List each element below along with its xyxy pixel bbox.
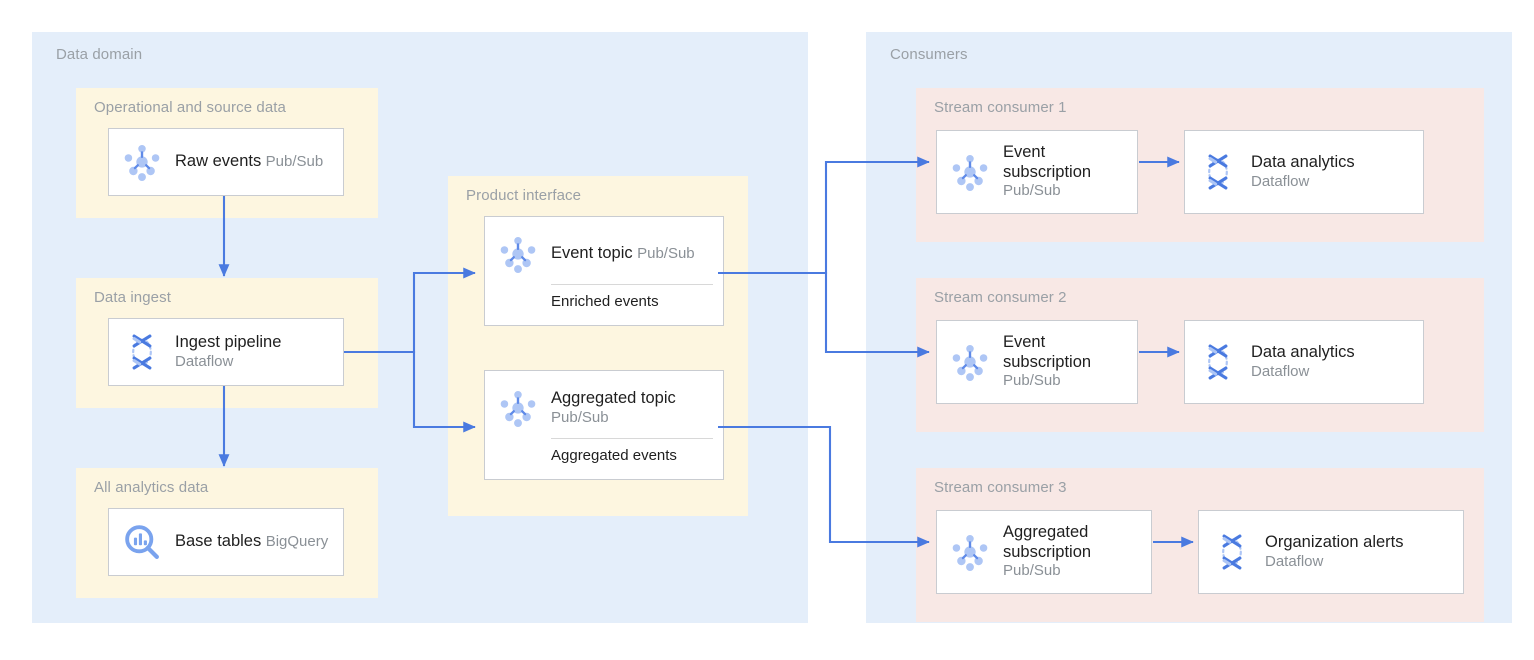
card-title: Raw events xyxy=(175,152,262,171)
card-subtitle: Pub/Sub xyxy=(1003,562,1061,580)
subgroup-data-ingest: Data ingest xyxy=(76,278,378,408)
card-title: Ingest pipeline xyxy=(175,332,282,351)
card-title: Event subscription xyxy=(1003,142,1092,181)
card-extra-label: Aggregated events xyxy=(551,447,677,464)
subgroup-label-operational-and-source-data: Operational and source data xyxy=(94,99,286,116)
subgroup-all-analytics-data: All analytics data xyxy=(76,468,378,598)
card-ingest-pipeline[interactable]: Ingest pipeline Dataflow xyxy=(108,318,344,386)
card-data-analytics-2[interactable]: Data analytics Dataflow xyxy=(1184,320,1424,404)
card-title: Aggregated topic xyxy=(551,388,676,407)
card-title: Base tables xyxy=(175,532,262,551)
pubsub-icon xyxy=(947,529,993,575)
card-subtitle: Pub/Sub xyxy=(265,153,324,171)
dataflow-icon xyxy=(1195,339,1241,385)
card-event-topic[interactable]: Event topic Pub/Sub Enriched events xyxy=(484,216,724,326)
bigquery-icon xyxy=(119,519,165,565)
card-aggregated-topic[interactable]: Aggregated topic Pub/Sub Aggregated even… xyxy=(484,370,724,480)
subgroup-product-interface: Product interface xyxy=(448,176,748,516)
card-subtitle: BigQuery xyxy=(265,533,329,551)
pubsub-icon xyxy=(119,139,165,185)
card-subtitle: Dataflow xyxy=(1265,552,1324,570)
card-title: Event subscription xyxy=(1003,332,1092,371)
card-divider: Enriched events xyxy=(551,284,713,311)
card-extra-label: Enriched events xyxy=(551,293,659,310)
card-organization-alerts[interactable]: Organization alerts Dataflow xyxy=(1198,510,1464,594)
dataflow-icon xyxy=(1195,149,1241,195)
card-subtitle: Dataflow xyxy=(1251,172,1310,190)
card-subtitle: Pub/Sub xyxy=(551,408,609,426)
card-title: Organization alerts xyxy=(1265,532,1404,551)
pubsub-icon xyxy=(947,339,993,385)
group-consumers: Consumers Stream consumer 1 xyxy=(866,32,1512,623)
pubsub-icon xyxy=(495,231,541,277)
dataflow-icon xyxy=(119,329,165,375)
subgroup-stream-consumer-1: Stream consumer 1 xyxy=(916,88,1484,242)
card-subtitle: Dataflow xyxy=(1251,362,1310,380)
card-divider: Aggregated events xyxy=(551,438,713,465)
subgroup-label-all-analytics-data: All analytics data xyxy=(94,479,209,496)
card-title: Aggregated subscription xyxy=(1003,522,1092,561)
subgroup-label-stream-consumer-1: Stream consumer 1 xyxy=(934,99,1067,116)
card-base-tables[interactable]: Base tables BigQuery xyxy=(108,508,344,576)
card-title: Event topic xyxy=(551,244,633,263)
pubsub-icon xyxy=(495,385,541,431)
pubsub-icon xyxy=(947,149,993,195)
card-event-subscription-2[interactable]: Event subscription Pub/Sub xyxy=(936,320,1138,404)
card-title: Data analytics xyxy=(1251,152,1355,171)
card-subtitle: Pub/Sub xyxy=(637,245,695,263)
group-data-domain: Data domain Operational and source data xyxy=(32,32,808,623)
subgroup-label-stream-consumer-3: Stream consumer 3 xyxy=(934,479,1067,496)
subgroup-stream-consumer-2: Stream consumer 2 xyxy=(916,278,1484,432)
card-aggregated-subscription[interactable]: Aggregated subscription Pub/Sub xyxy=(936,510,1152,594)
subgroup-operational-and-source-data: Operational and source data xyxy=(76,88,378,218)
card-subtitle: Pub/Sub xyxy=(1003,182,1061,200)
card-data-analytics-1[interactable]: Data analytics Dataflow xyxy=(1184,130,1424,214)
card-raw-events[interactable]: Raw events Pub/Sub xyxy=(108,128,344,196)
card-title: Data analytics xyxy=(1251,342,1355,361)
subgroup-stream-consumer-3: Stream consumer 3 xyxy=(916,468,1484,622)
group-label-consumers: Consumers xyxy=(890,46,968,63)
card-subtitle: Dataflow xyxy=(175,352,234,370)
subgroup-label-stream-consumer-2: Stream consumer 2 xyxy=(934,289,1067,306)
dataflow-icon xyxy=(1209,529,1255,575)
card-event-subscription-1[interactable]: Event subscription Pub/Sub xyxy=(936,130,1138,214)
group-label-data-domain: Data domain xyxy=(56,46,143,63)
subgroup-label-data-ingest: Data ingest xyxy=(94,289,171,306)
subgroup-label-product-interface: Product interface xyxy=(466,187,582,204)
card-subtitle: Pub/Sub xyxy=(1003,372,1061,390)
